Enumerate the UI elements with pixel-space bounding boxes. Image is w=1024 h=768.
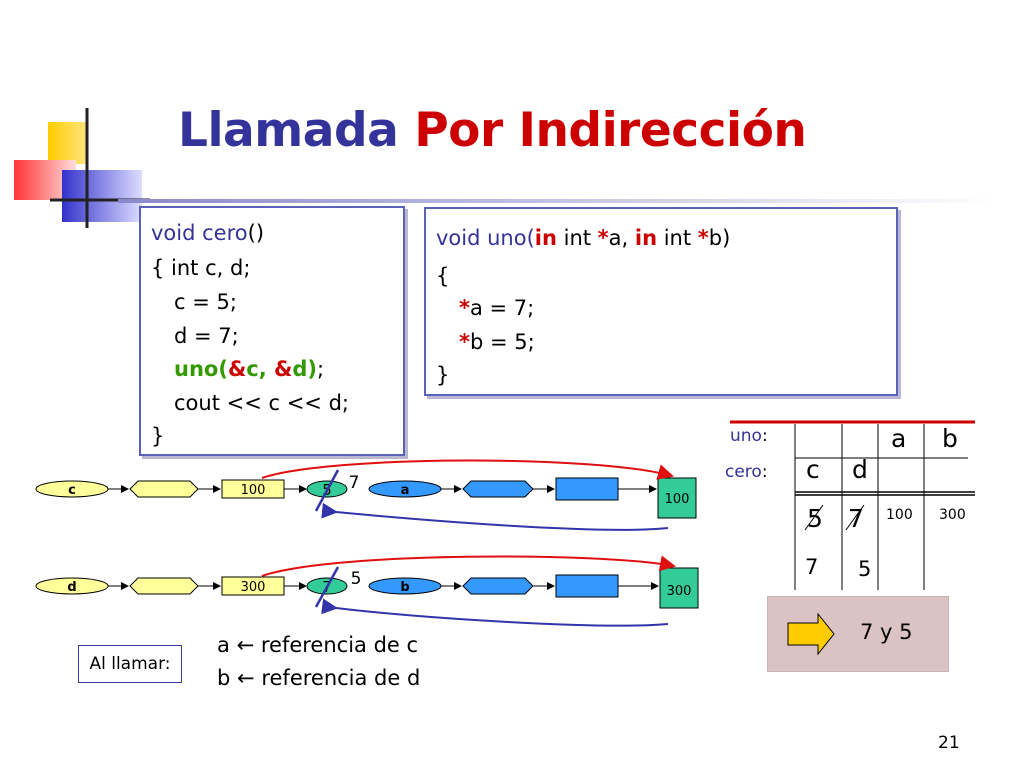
note-box: Al llamar: <box>78 645 182 683</box>
node-d-label: d <box>67 580 76 595</box>
value-c-new: 7 <box>349 473 360 493</box>
result-text: 7 y 5 <box>860 620 913 644</box>
stack-c-new: 7 <box>805 555 819 579</box>
addr-d-label: 300 <box>241 580 266 595</box>
cero-line-call: uno(&c, &d); <box>174 357 325 381</box>
uno-line-open: { <box>436 264 450 288</box>
stack-label-cero: cero: <box>725 462 768 482</box>
cero-line-decl: { int c, d; <box>151 256 251 280</box>
stack-col-b: b <box>942 424 958 453</box>
left-arrow-icon: ← <box>236 633 255 657</box>
stack-col-d: d <box>852 455 868 484</box>
note-line-b: b ← referencia de d <box>217 666 421 690</box>
stack-a-val: 100 <box>886 507 913 523</box>
ref-arrow-red-1 <box>261 459 674 480</box>
decorative-corner <box>14 108 150 228</box>
title-rule <box>118 199 998 203</box>
ref-arrow-blue-1 <box>321 502 669 531</box>
code-box-uno: void uno(in int *a, in int *b) { *a = 7;… <box>424 207 898 396</box>
page-number: 21 <box>938 733 960 753</box>
note-line-a: a ← referencia de c <box>217 633 419 657</box>
node-b-label: b <box>400 580 409 595</box>
node-a-label: a <box>401 483 410 498</box>
cero-line-close: } <box>151 424 165 448</box>
stack-label-uno: uno: <box>730 426 768 446</box>
target-b-label: 300 <box>667 584 692 599</box>
value-d-new: 5 <box>351 569 362 589</box>
cero-signature: void cero() <box>151 221 265 245</box>
stack-col-c: c <box>806 455 820 484</box>
deco-yellow-square <box>48 122 88 164</box>
stack-col-a: a <box>891 424 907 453</box>
stack-b-val: 300 <box>939 507 966 523</box>
code-box-cero: void cero() { int c, d; c = 5; d = 7; un… <box>139 206 405 456</box>
uno-line-b: *b = 5; <box>459 330 535 354</box>
addr-c-label: 100 <box>241 483 266 498</box>
stack-table-grid <box>730 420 975 590</box>
cero-line-cout: cout << c << d; <box>174 391 349 415</box>
uno-signature: void uno(in int *a, in int *b) <box>436 226 731 250</box>
diagram-row-c: c 100 5 7 a 100 <box>35 459 697 531</box>
stack-d-new: 5 <box>858 557 872 581</box>
target-box-a <box>657 477 697 519</box>
title-part1: Llamada <box>178 103 399 158</box>
left-arrow-icon: ← <box>237 666 255 690</box>
ref-arrow-blue-2 <box>321 598 669 627</box>
ref-arrow-red-2 <box>261 555 676 577</box>
node-c-label: c <box>68 483 76 498</box>
uno-line-close: } <box>436 363 450 387</box>
diagram-row-d: d 300 7 5 b 300 <box>35 555 699 627</box>
cero-line-c: c = 5; <box>174 290 237 314</box>
deco-blue-square <box>62 170 142 222</box>
uno-line-a: *a = 7; <box>459 296 535 320</box>
page-title: Llamada Por Indirección <box>178 103 807 158</box>
result-arrow-icon <box>787 612 835 656</box>
cero-line-d: d = 7; <box>174 324 239 348</box>
title-part2: Por Indirección <box>414 103 807 158</box>
target-box-b <box>659 567 699 609</box>
target-a-label: 100 <box>665 492 690 507</box>
